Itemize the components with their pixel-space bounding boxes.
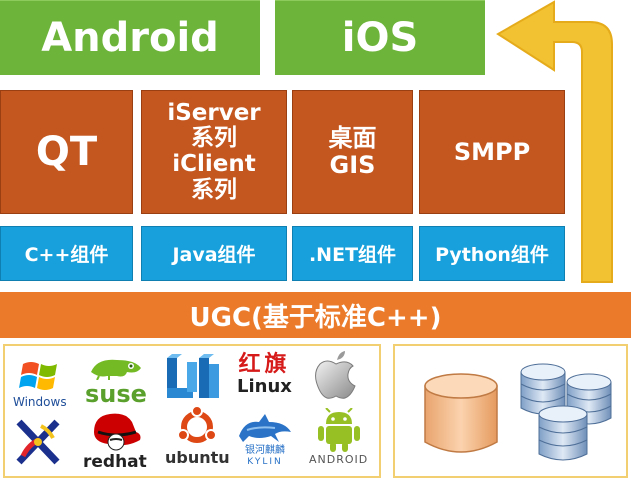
java-component-box: Java组件 bbox=[141, 226, 287, 281]
freebsd-x-icon bbox=[16, 419, 60, 465]
freebsd-logo bbox=[13, 416, 63, 468]
net-component-label: .NET组件 bbox=[308, 244, 397, 266]
redhat-label: redhat bbox=[83, 452, 147, 472]
smpp-box: SMPP bbox=[419, 90, 565, 214]
smpp-label: SMPP bbox=[453, 138, 531, 166]
ios-label: iOS bbox=[341, 15, 419, 61]
android-label: Android bbox=[41, 15, 219, 61]
ubuntu-logo: ubuntu bbox=[165, 406, 230, 466]
android-os-logo: ANDROID bbox=[309, 408, 368, 465]
android-platform-box: Android bbox=[0, 0, 260, 75]
cpp-component-box: C++组件 bbox=[0, 226, 133, 281]
cpp-component-label: C++组件 bbox=[24, 244, 109, 266]
file-storage-cylinder-icon bbox=[424, 373, 498, 453]
os-logos-panel: Windows suse 红旗 Linux bbox=[3, 344, 381, 478]
red-flag-linux-logo: 红旗 Linux bbox=[237, 354, 292, 396]
iserver-line: iServer bbox=[167, 99, 261, 126]
series-line-1: 系列 bbox=[190, 125, 237, 152]
data-storage-panel bbox=[393, 344, 628, 478]
python-component-label: Python组件 bbox=[435, 244, 549, 266]
ugc-core-label: UGC(基于标准C++) bbox=[189, 302, 442, 333]
suse-label: suse bbox=[85, 380, 147, 408]
desktop-gis-box: 桌面 GIS bbox=[292, 90, 413, 214]
linux-label: Linux bbox=[237, 376, 292, 397]
iclient-line: iClient bbox=[172, 151, 256, 177]
qt-box: QT bbox=[0, 90, 133, 214]
windows-logo: Windows bbox=[13, 358, 67, 408]
lw-logo bbox=[163, 354, 223, 406]
qt-label: QT bbox=[35, 129, 98, 175]
iserver-iclient-box: iServer 系列 iClient 系列 bbox=[141, 90, 287, 214]
python-component-box: Python组件 bbox=[419, 226, 565, 281]
redhat-logo: redhat bbox=[83, 408, 147, 471]
ugc-core-bar: UGC(基于标准C++) bbox=[0, 292, 631, 338]
ubuntu-circle-icon bbox=[177, 406, 218, 443]
up-arrow-icon bbox=[496, 0, 613, 283]
kylin-logo: 银河麒麟 KYLIN bbox=[235, 410, 295, 467]
suse-logo: suse bbox=[85, 354, 147, 406]
android-robot-icon bbox=[317, 408, 360, 452]
red-flag-label: 红旗 bbox=[238, 352, 291, 377]
gis-line: GIS bbox=[329, 151, 376, 179]
android-os-label: ANDROID bbox=[309, 453, 369, 466]
windows-flag-icon bbox=[18, 362, 57, 390]
ios-platform-box: iOS bbox=[275, 0, 485, 75]
kylin-cn-label: 银河麒麟 bbox=[245, 445, 285, 456]
apple-logo bbox=[313, 350, 359, 400]
kylin-en-label: KYLIN bbox=[247, 457, 283, 467]
suse-chameleon-icon bbox=[90, 359, 141, 380]
series-line-2: 系列 bbox=[190, 176, 237, 203]
windows-label: Windows bbox=[13, 395, 67, 409]
java-component-label: Java组件 bbox=[172, 244, 256, 266]
lw-cubes-icon bbox=[167, 354, 219, 398]
desktop-line: 桌面 bbox=[328, 124, 377, 153]
ubuntu-label: ubuntu bbox=[165, 448, 230, 467]
database-servers-icon bbox=[520, 363, 612, 461]
net-component-box: .NET组件 bbox=[292, 226, 413, 281]
apple-icon bbox=[315, 351, 356, 399]
redhat-shadowman-icon bbox=[93, 413, 141, 451]
kylin-icon bbox=[239, 414, 291, 442]
